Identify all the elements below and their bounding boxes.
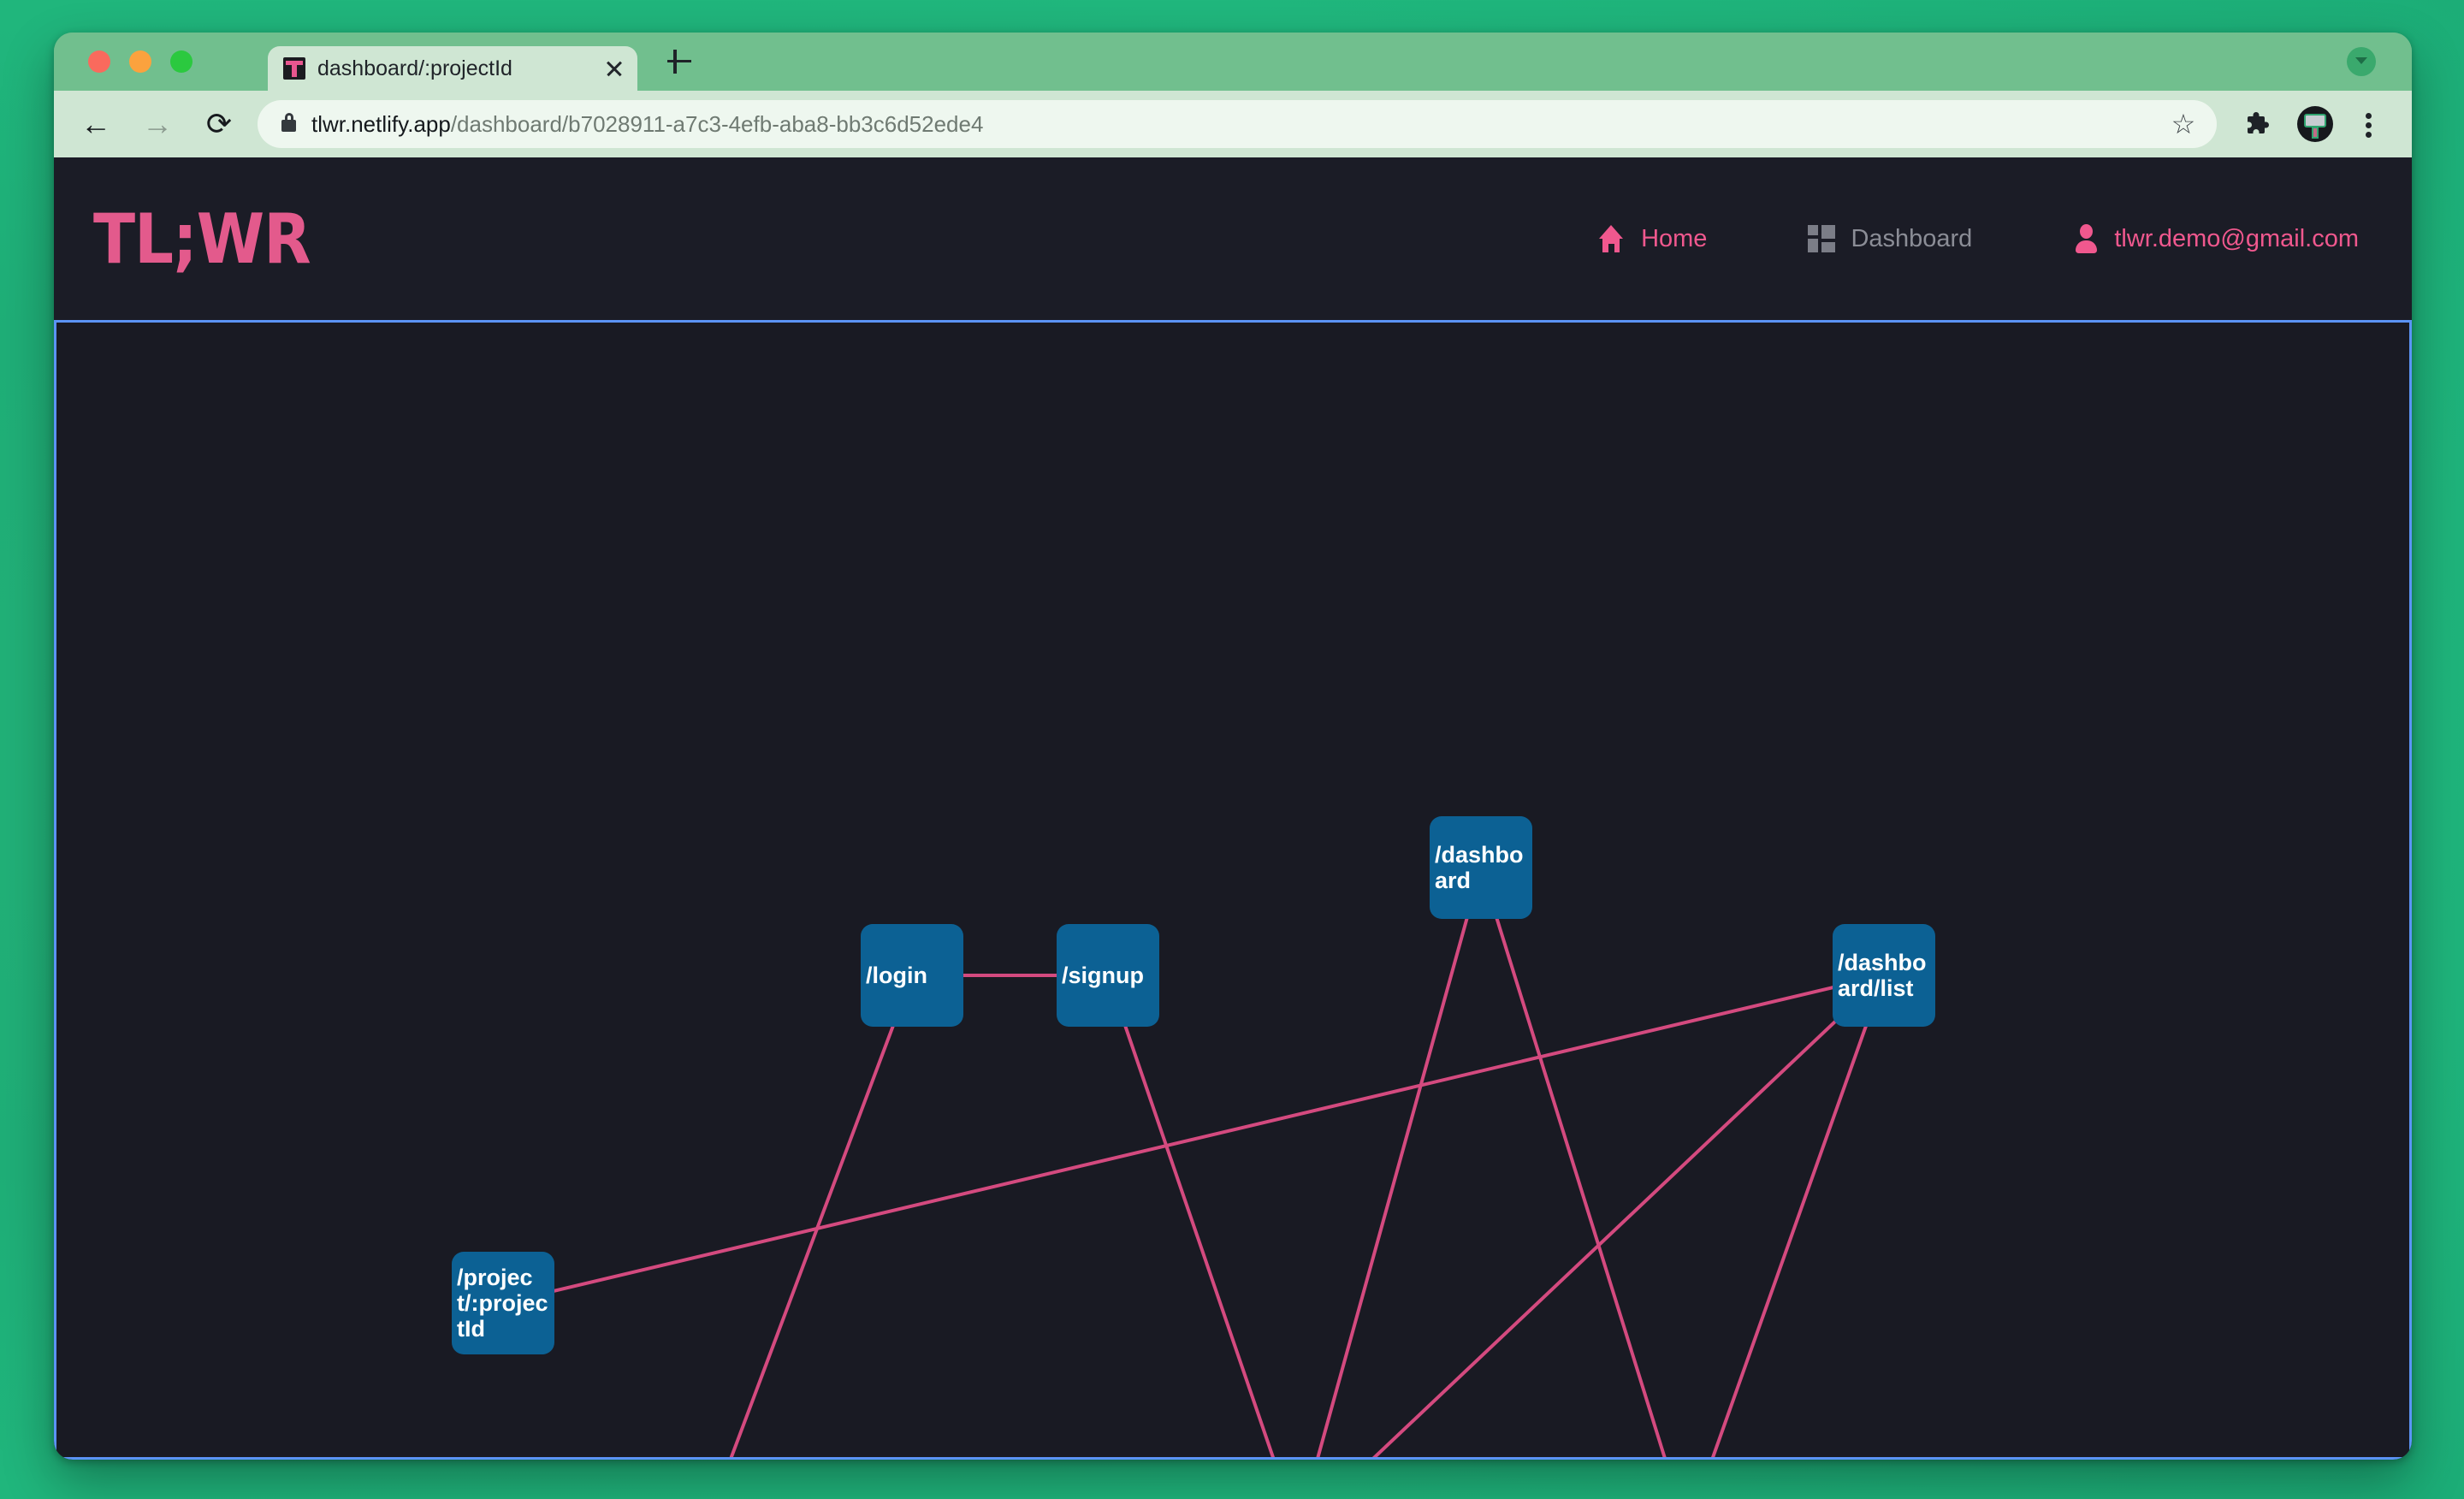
nav-item-home-label: Home [1641,224,1708,252]
address-bar[interactable]: tlwr.netlify.app/dashboard/b7028911-a7c3… [258,100,2217,148]
profile-avatar[interactable] [2297,106,2333,142]
maximize-window-button[interactable] [170,50,192,73]
url-text: tlwr.netlify.app/dashboard/b7028911-a7c3… [311,111,983,138]
graph-edge [1316,867,1483,1457]
person-icon [2073,224,2099,253]
graph-edge [1711,975,1886,1457]
forward-arrow-icon: → [142,106,173,141]
url-path: /dashboard/b7028911-a7c3-4efb-aba8-bb3c6… [450,110,984,137]
graph-node-label: /login [866,962,927,988]
reload-button[interactable]: ⟳ [199,104,239,144]
browser-tab[interactable]: dashboard/:projectId [268,46,637,91]
menu-dot [2366,113,2372,119]
close-window-button[interactable] [88,50,110,73]
browser-tab-strip: dashboard/:projectId [54,33,2412,91]
back-button[interactable]: ← [76,104,116,144]
graph-edge [502,974,1885,1305]
back-arrow-icon: ← [80,106,111,141]
forward-button[interactable]: → [138,104,177,144]
avatar-body [2312,127,2319,139]
nav-item-account[interactable]: tlwr.demo@gmail.com [2073,224,2359,253]
tlwr-favicon-icon [283,57,305,80]
new-tab-button[interactable] [663,45,696,78]
account-email-label: tlwr.demo@gmail.com [2114,224,2359,252]
brand-logo[interactable]: TL;WR [93,198,311,280]
graph-edge [1106,975,1275,1457]
graph-node-label: /dashboard/list [1838,949,1927,1001]
graph-node-label: /dashboard [1435,841,1524,893]
menu-dot [2366,122,2372,128]
tab-title: dashboard/:projectId [317,56,512,80]
nav-item-dashboard[interactable]: Dashboard [1808,225,1972,253]
window-controls [88,50,192,73]
graph-edge [1371,974,1886,1457]
browser-menu-icon[interactable] [2352,104,2386,144]
browser-window: dashboard/:projectId ← → ⟳ tlwr.netlify.… [54,33,2412,1460]
lock-icon [281,113,296,132]
chevron-down-icon[interactable] [2347,47,2376,76]
reload-icon: ⟳ [205,106,233,141]
graph-node-signup[interactable]: /signup [1057,924,1159,1027]
nav-item-dashboard-label: Dashboard [1851,224,1973,252]
browser-toolbar: ← → ⟳ tlwr.netlify.app/dashboard/b702891… [54,91,2412,157]
graph-edge [1479,867,1667,1457]
app-nav: Home Dashboard tlwr.demo@gmail.com [1596,224,2359,253]
graph-node-label: /project/:projectId [457,1264,548,1342]
route-graph-canvas[interactable]: /login/signup/dashboard/dashboard/list/p… [54,320,2412,1460]
app-header: TL;WR Home Dashboard tlwr.dem [54,157,2412,320]
nav-item-home[interactable]: Home [1596,225,1707,253]
graph-node-project-id[interactable]: /project/:projectId [452,1252,554,1354]
graph-node-label: /signup [1062,962,1144,988]
extensions-puzzle-icon[interactable] [2239,104,2278,144]
bookmark-star-icon[interactable]: ☆ [2171,109,2196,139]
graph-node-login[interactable]: /login [861,924,963,1027]
graph-edge [729,975,914,1457]
graph-edges-layer [502,867,1886,1457]
avatar-head [2304,114,2326,127]
home-icon [1596,225,1626,252]
minimize-window-button[interactable] [129,50,151,73]
close-tab-icon[interactable] [601,56,627,81]
graph-node-dashboard[interactable]: /dashboard [1430,816,1532,919]
menu-dot [2366,132,2372,138]
page-viewport: TL;WR Home Dashboard tlwr.dem [54,157,2412,1460]
url-host: tlwr.netlify.app [311,110,451,137]
grid-icon [1808,225,1836,252]
graph-node-dashboard-list[interactable]: /dashboard/list [1833,924,1935,1027]
